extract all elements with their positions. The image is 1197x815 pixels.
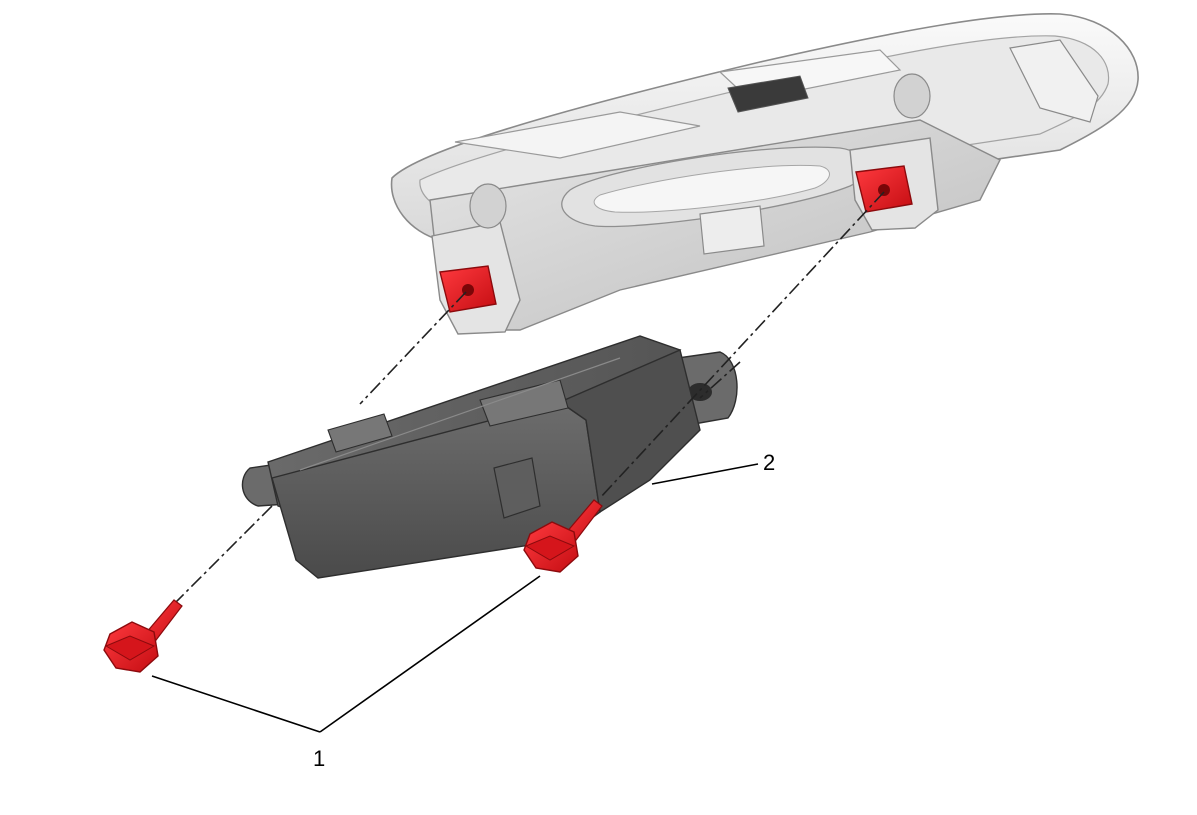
leader-1-left (151, 675, 321, 733)
bracket-opening (727, 75, 809, 113)
center-line-right-ear (699, 361, 741, 399)
bracket-clip-right (1009, 39, 1099, 123)
center-line-left-upper (359, 291, 467, 405)
assembly-center-lines (171, 191, 885, 607)
bracket-rib-1 (454, 111, 701, 159)
nut-insert-left (439, 265, 497, 313)
fastener-bolt-right (523, 499, 603, 573)
nut-insert-right (855, 165, 913, 213)
callout-label-1: 1 (313, 746, 325, 771)
module-latch-1 (327, 413, 393, 453)
callout-2-leaders (651, 463, 759, 485)
bolt-flange-left (104, 635, 156, 661)
callout-label-2: 2 (763, 450, 775, 475)
module-end-face (558, 349, 701, 514)
bolt-flange-right (524, 535, 576, 561)
callout-1-leaders (151, 575, 541, 733)
bracket-boss-right (893, 73, 931, 119)
leader-1-right (319, 575, 541, 733)
bracket-boss-left (469, 183, 507, 229)
control-module (241, 335, 738, 579)
mounting-bracket (390, 13, 1139, 335)
center-line-right (599, 191, 885, 499)
leader-2 (651, 463, 759, 485)
bracket-channel-inner (593, 164, 830, 213)
center-line-left-lower (171, 505, 273, 607)
bracket-clip-left (699, 205, 765, 255)
fastener-bolt-left (103, 599, 183, 673)
module-latch-2 (479, 379, 569, 427)
module-top-edge (299, 357, 621, 471)
module-connector (493, 457, 541, 519)
